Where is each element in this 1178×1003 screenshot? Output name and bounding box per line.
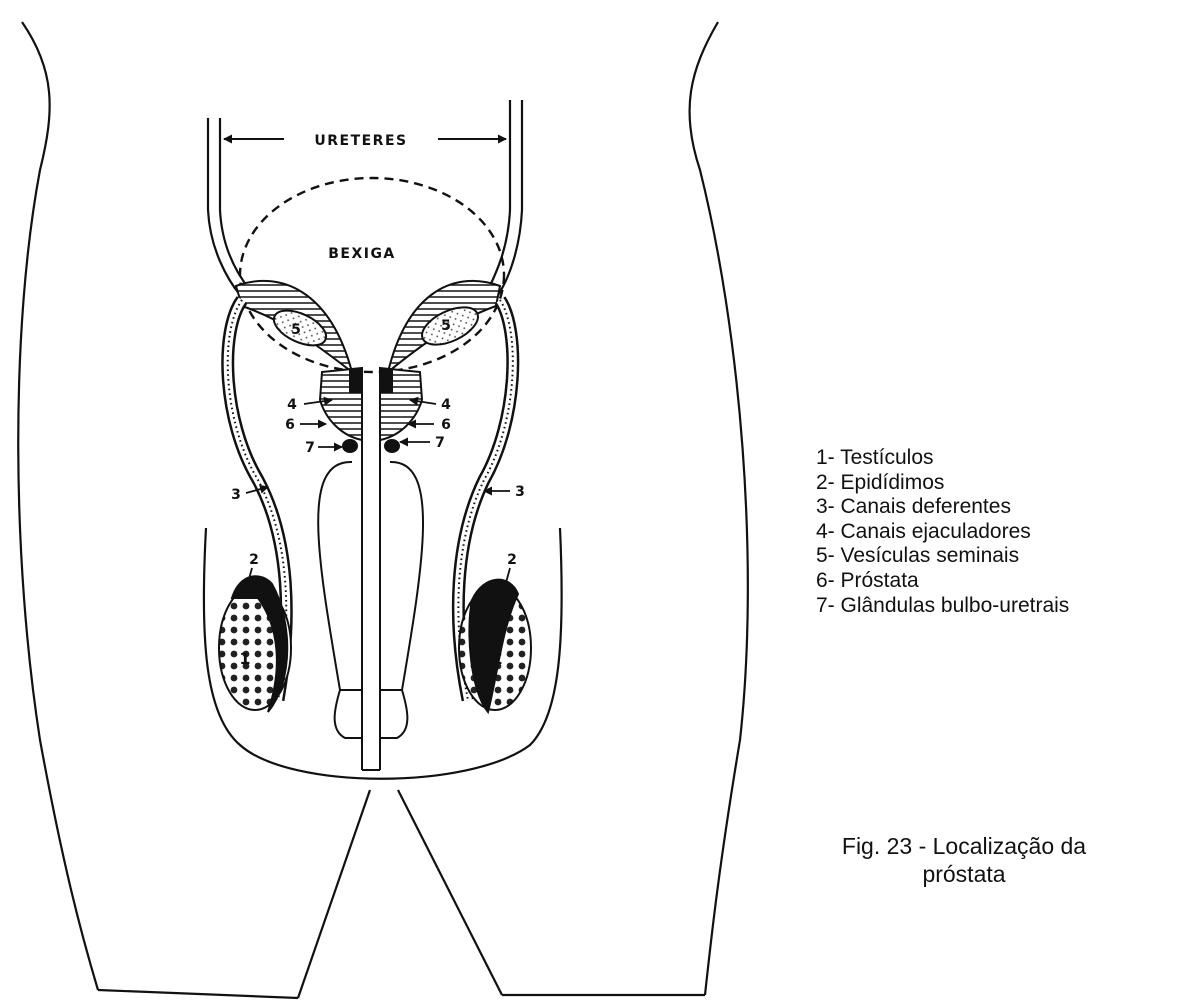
label-3-left: 3 — [231, 487, 241, 503]
penis — [318, 372, 423, 770]
label-5-left: 5 — [291, 322, 301, 338]
label-7-left: 7 — [305, 440, 315, 456]
label-3-right: 3 — [515, 484, 525, 500]
legend-item-3: 3- Canais deferentes — [816, 495, 1069, 520]
ureteres-dimension: URETERES — [224, 133, 506, 149]
figure-caption: Fig. 23 - Localização da próstata — [764, 832, 1164, 888]
label-5-right: 5 — [441, 318, 451, 334]
legend-item-5: 5- Vesículas seminais — [816, 544, 1069, 569]
caption-line-2: próstata — [764, 860, 1164, 888]
label-2-left: 2 — [249, 552, 259, 568]
label-4-left: 4 — [287, 397, 297, 413]
legend-item-2: 2- Epidídimos — [816, 471, 1069, 496]
label-6-left: 6 — [285, 417, 295, 433]
ureters — [208, 100, 522, 295]
ureteres-label: URETERES — [314, 133, 407, 149]
label-2-right: 2 — [507, 552, 517, 568]
legend-item-1: 1- Testículos — [816, 446, 1069, 471]
caption-line-1: Fig. 23 - Localização da — [764, 832, 1164, 860]
bladder: BEXIGA — [240, 178, 504, 372]
legend-item-6: 6- Próstata — [816, 569, 1069, 594]
seminal-vesicles — [236, 281, 500, 372]
body-outline — [18, 22, 748, 998]
label-1-left: 1 — [239, 649, 250, 668]
bladder-label: BEXIGA — [328, 246, 396, 262]
label-1-right: 1 — [491, 649, 502, 668]
label-4-right: 4 — [441, 397, 451, 413]
label-7-right: 7 — [435, 435, 445, 451]
legend-item-7: 7- Glândulas bulbo-uretrais — [816, 594, 1069, 619]
testes — [219, 576, 531, 712]
prostate — [320, 368, 422, 452]
label-6-right: 6 — [441, 417, 451, 433]
legend: 1- Testículos 2- Epidídimos 3- Canais de… — [816, 446, 1069, 618]
legend-item-4: 4- Canais ejaculadores — [816, 520, 1069, 545]
